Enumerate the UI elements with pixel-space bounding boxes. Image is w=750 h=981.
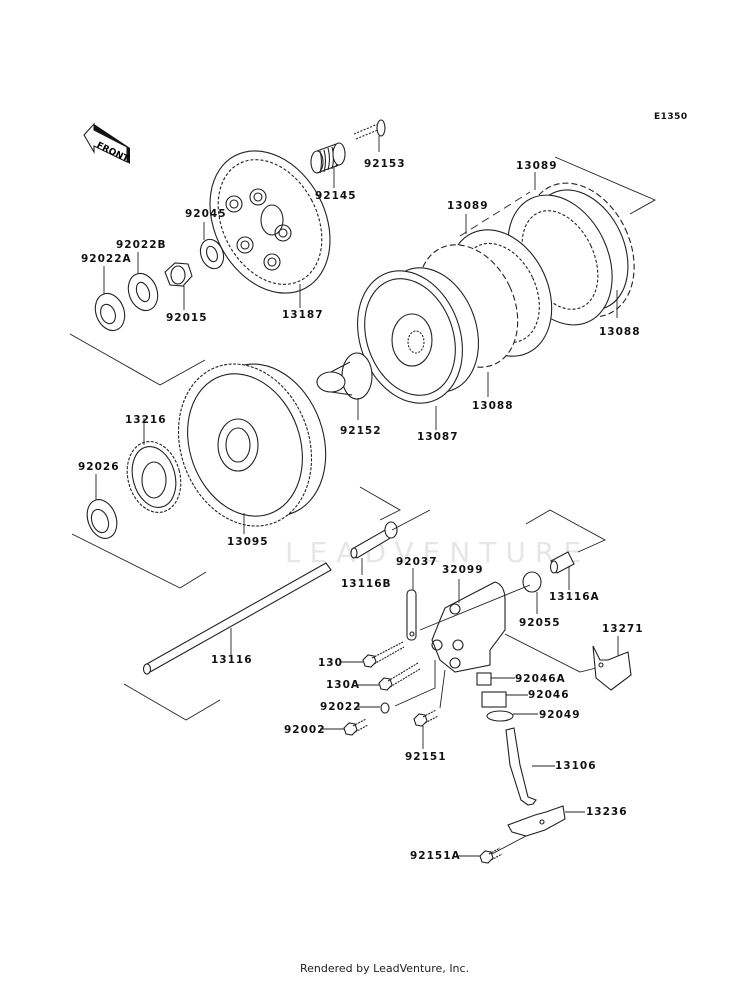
part-92022A-washer (94, 266, 126, 332)
label-92151A[interactable]: 92151A (410, 850, 461, 862)
label-92026[interactable]: 92026 (78, 461, 120, 473)
label-13187[interactable]: 13187 (282, 309, 324, 321)
part-92153-bolt (353, 119, 386, 152)
label-92022[interactable]: 92022 (320, 701, 362, 713)
part-13116A-push-rod (525, 509, 607, 590)
label-92046[interactable]: 92046 (528, 689, 570, 701)
label-13089-right[interactable]: 13089 (516, 160, 558, 172)
part-13087-clutch-hub (357, 267, 480, 430)
part-13095-clutch-housing (177, 363, 327, 534)
label-13271[interactable]: 13271 (602, 623, 644, 635)
part-92046-bearing (481, 691, 528, 708)
label-13116B[interactable]: 13116B (341, 578, 392, 590)
part-92037-clamp (406, 568, 417, 641)
label-13087[interactable]: 13087 (417, 431, 459, 443)
watermark: LEADVENTURE (285, 536, 591, 569)
label-130[interactable]: 130 (318, 657, 343, 669)
part-92026-spacer (86, 474, 118, 539)
part-92046A-bearing (476, 672, 515, 686)
label-92049[interactable]: 92049 (539, 709, 581, 721)
part-13236-lever (489, 805, 585, 856)
label-13088-right[interactable]: 13088 (599, 326, 641, 338)
label-13095[interactable]: 13095 (227, 536, 269, 548)
label-92055[interactable]: 92055 (519, 617, 561, 629)
part-13271-bracket (592, 636, 632, 691)
part-32099-housing (419, 579, 597, 673)
part-92002-bolt (320, 718, 369, 736)
label-13216[interactable]: 13216 (125, 414, 167, 426)
front-arrow-icon: FRONT (83, 122, 131, 165)
label-13236[interactable]: 13236 (586, 806, 628, 818)
label-92037[interactable]: 92037 (396, 556, 438, 568)
part-13187-pressure-plate (209, 150, 331, 308)
label-32099[interactable]: 32099 (442, 564, 484, 576)
label-13116A[interactable]: 13116A (549, 591, 600, 603)
label-92153[interactable]: 92153 (364, 158, 406, 170)
label-92002[interactable]: 92002 (284, 724, 326, 736)
label-130A[interactable]: 130A (326, 679, 361, 691)
diagram-code: E1350 (654, 112, 688, 122)
footer-credit: Rendered by LeadVenture, Inc. (300, 962, 470, 975)
part-92055-o-ring (522, 571, 542, 614)
part-92049-oil-seal (486, 710, 538, 722)
part-92015-nut (164, 262, 193, 310)
part-92022-washer (356, 660, 436, 714)
part-92151-bolt (413, 669, 446, 749)
label-92151[interactable]: 92151 (405, 751, 447, 763)
label-13089-left[interactable]: 13089 (447, 200, 489, 212)
label-92045[interactable]: 92045 (185, 208, 227, 220)
part-92045-bearing (199, 222, 225, 270)
label-13116[interactable]: 13116 (211, 654, 253, 666)
label-92022A[interactable]: 92022A (81, 253, 132, 265)
part-92145-spring (310, 142, 346, 188)
label-92152[interactable]: 92152 (340, 425, 382, 437)
part-130-bolt (340, 641, 405, 668)
label-92046A[interactable]: 92046A (515, 673, 566, 685)
part-13116-push-rod (123, 562, 332, 721)
part-13216-gear (126, 418, 182, 513)
part-13116B-push-rod (350, 509, 431, 575)
label-92145[interactable]: 92145 (315, 190, 357, 202)
part-92151A-bolt (456, 847, 503, 864)
part-13106-shaft (505, 727, 555, 806)
part-92022B-washer (127, 252, 159, 312)
label-13106[interactable]: 13106 (555, 760, 597, 772)
label-92022B[interactable]: 92022B (116, 239, 167, 251)
label-92015[interactable]: 92015 (166, 312, 208, 324)
part-130A-bolt (356, 662, 421, 691)
part-92152-collar (316, 352, 373, 420)
label-13088-left[interactable]: 13088 (472, 400, 514, 412)
